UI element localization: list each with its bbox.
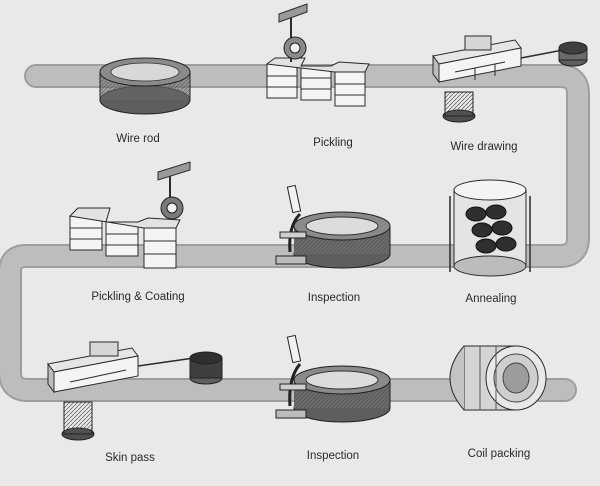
- skin-pass-machine-icon: [47, 341, 223, 441]
- microscope-coil-icon: [275, 184, 391, 269]
- step-label-pickling-coating: Pickling & Coating: [91, 291, 185, 303]
- wire-rod-coil-icon: [99, 57, 191, 115]
- step-label-inspection-1: Inspection: [307, 292, 361, 304]
- step-label-inspection-2: Inspection: [306, 450, 360, 462]
- step-label-skin-pass: Skin pass: [105, 452, 155, 464]
- step-label-wire-drawing: Wire drawing: [450, 141, 518, 153]
- step-label-annealing: Annealing: [465, 293, 517, 305]
- annealing-furnace-icon: [449, 179, 531, 277]
- pickling-coating-tanks-icon: [68, 161, 191, 269]
- pickling-tanks-icon: [265, 3, 370, 107]
- step-label-pickling: Pickling: [313, 137, 353, 149]
- coil-packing-icon: [449, 345, 547, 411]
- microscope-coil-icon: [275, 334, 391, 423]
- step-label-wire-rod: Wire rod: [116, 133, 160, 145]
- wire-drawing-machine-icon: [432, 35, 588, 123]
- step-label-coil-packing: Coil packing: [467, 448, 531, 460]
